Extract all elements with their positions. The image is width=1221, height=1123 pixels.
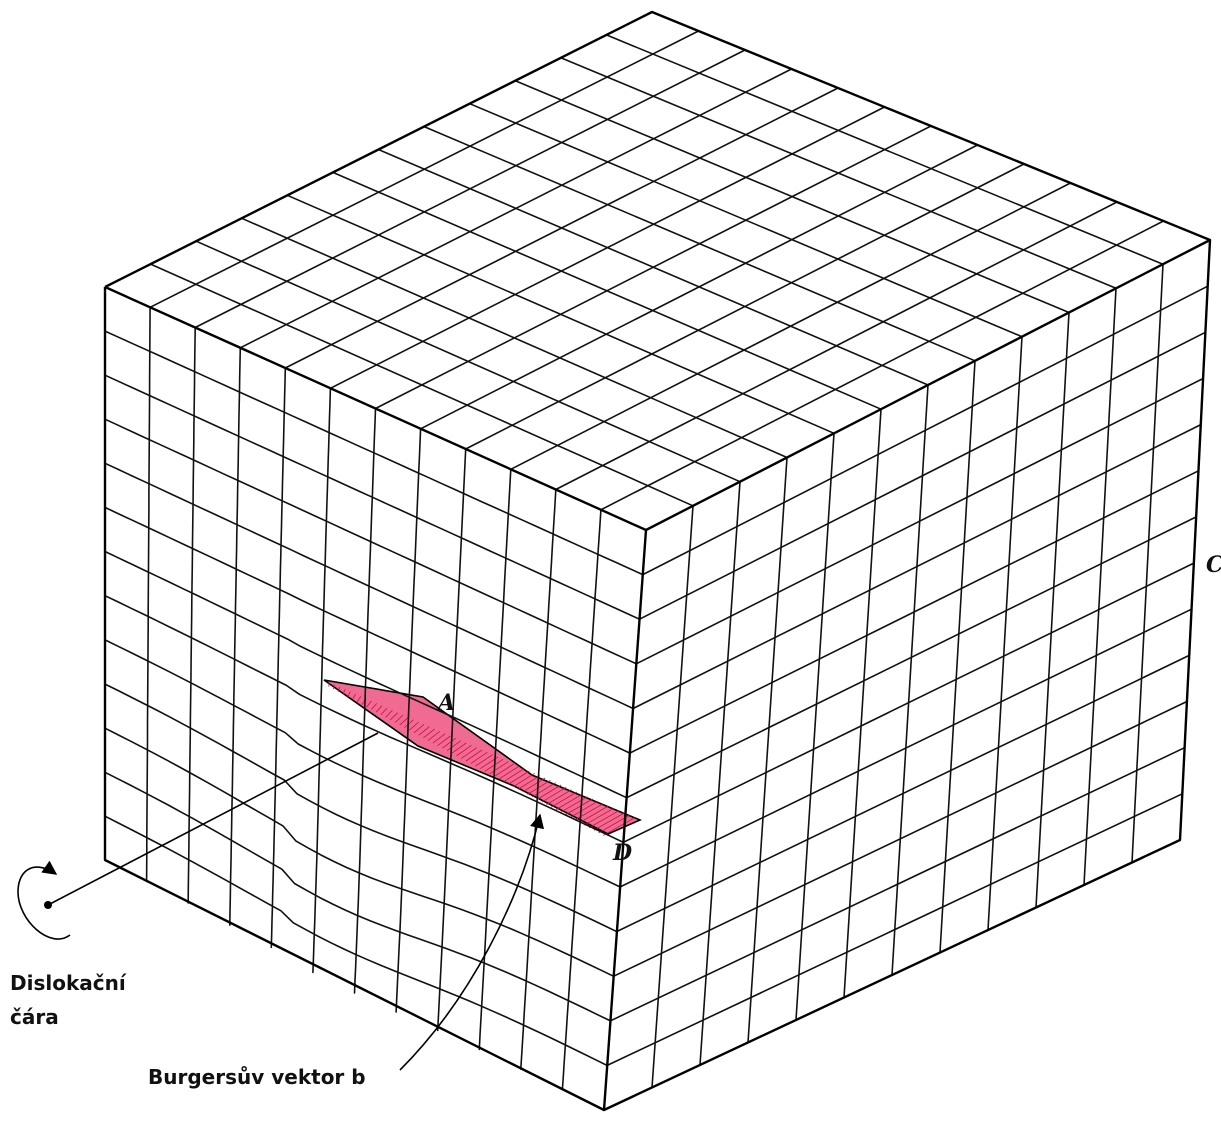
dislocation-line-caption-2: čára <box>10 1005 59 1029</box>
label-point-c: C <box>1206 552 1221 578</box>
dislocation-line-caption-1: Dislokační <box>10 971 127 995</box>
circular-arrow-icon <box>18 867 70 939</box>
slip-hatch-line <box>329 682 330 686</box>
burgers-vector-caption: Burgersův vektor b <box>148 1065 366 1089</box>
label-point-a: A <box>436 690 455 716</box>
dislocation-origin-dot <box>44 901 52 909</box>
label-point-d: D <box>612 840 632 866</box>
